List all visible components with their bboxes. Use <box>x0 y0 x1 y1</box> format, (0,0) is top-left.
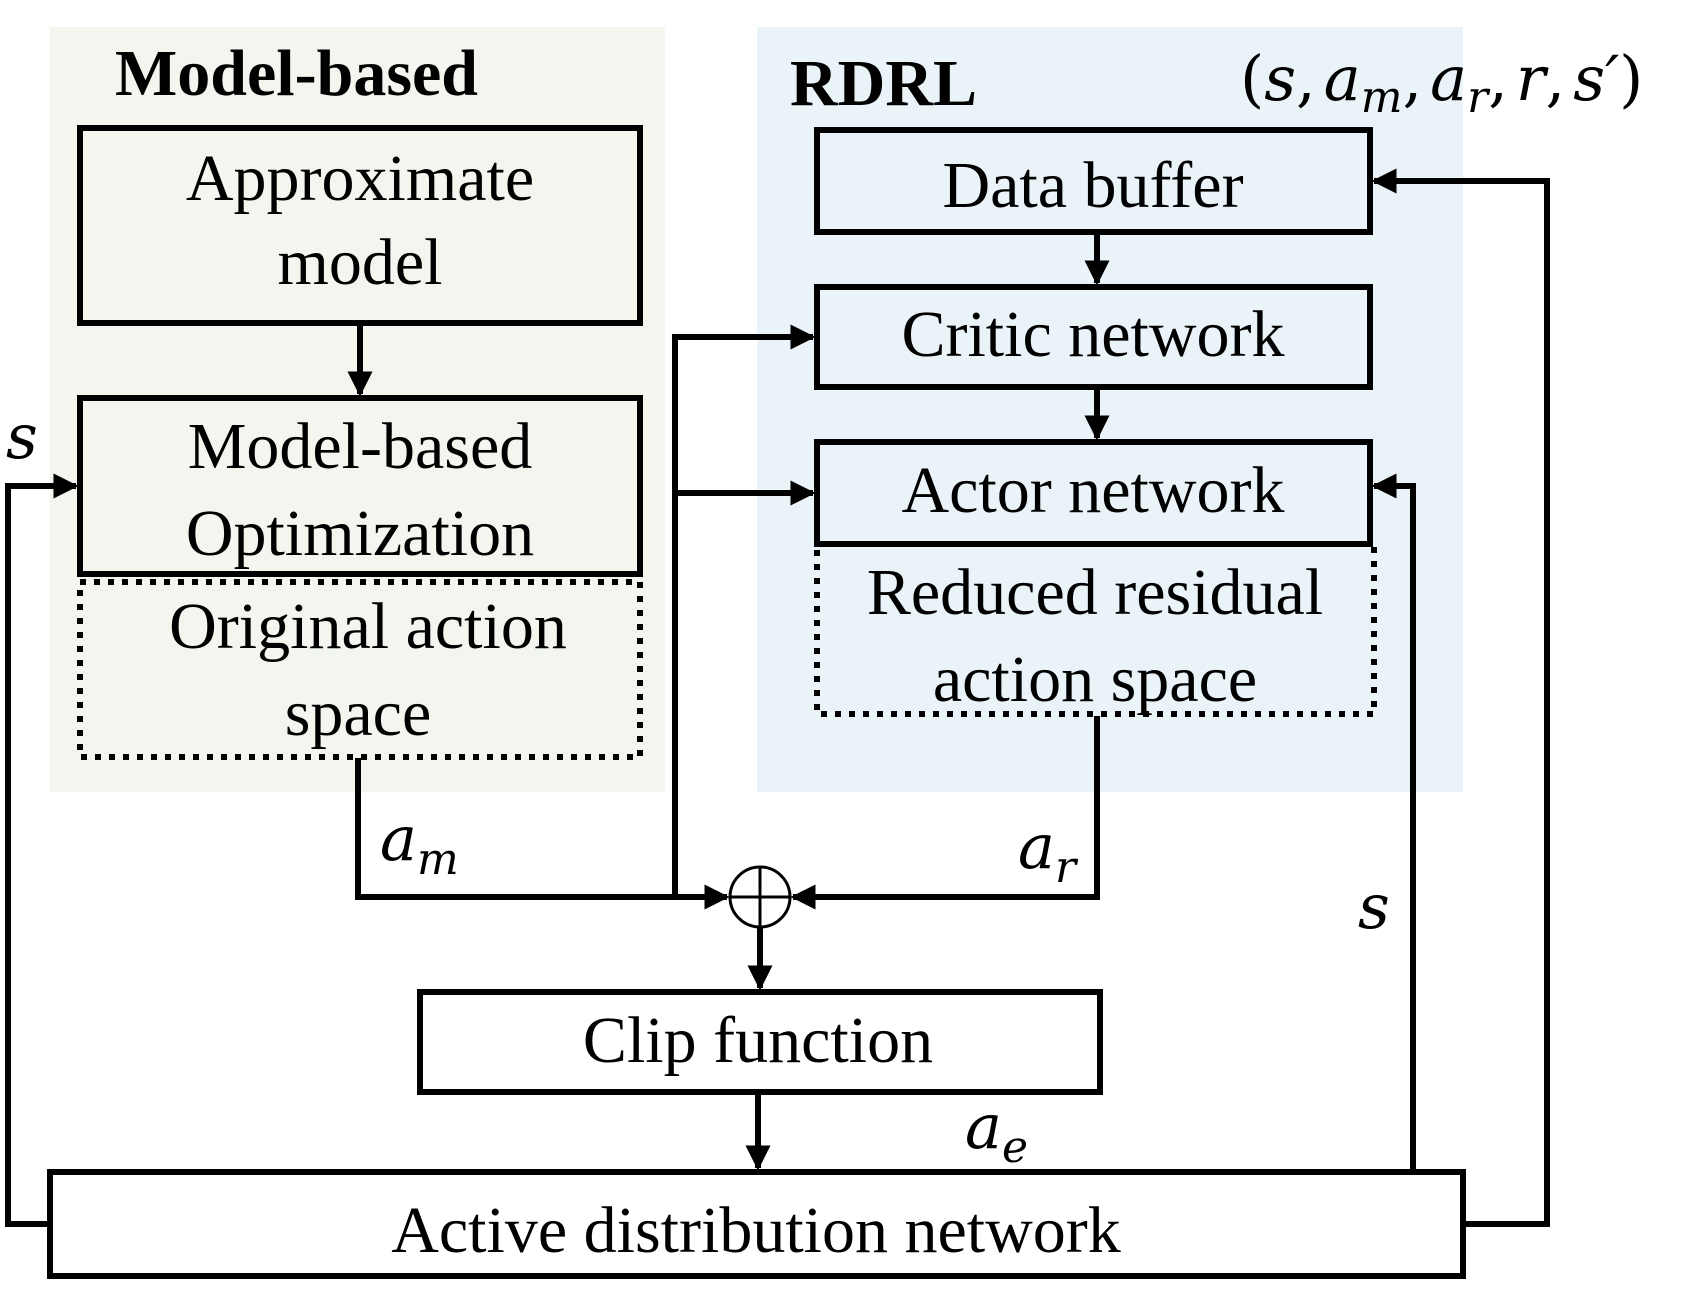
data-buffer-box <box>814 127 1373 235</box>
state-label-left: s <box>6 400 38 473</box>
action-model-label: am <box>380 802 459 885</box>
original-action-space-label-line2: space <box>285 677 432 750</box>
arrow-adn-to-data-buffer <box>1371 168 1550 1227</box>
critic-network-box <box>814 284 1373 390</box>
model-based-optimization-label-line1: Model-based <box>188 410 533 483</box>
reduced-residual-action-space-label-line1: Reduced residual <box>867 556 1323 629</box>
model-based-region <box>50 27 665 792</box>
action-residual-label: ar <box>1018 810 1079 893</box>
model-based-region-title: Model-based <box>115 37 478 110</box>
data-buffer-label: Data buffer <box>942 149 1243 222</box>
experience-tuple-label: (s,am,ar,r,s′) <box>1240 42 1643 123</box>
arrow-adn-state-to-optimization <box>5 473 79 1227</box>
approximate-model-label-line1: Approximate <box>186 142 534 215</box>
original-action-space-label-line1: Original action <box>169 590 567 663</box>
active-distribution-network-label: Active distribution network <box>391 1194 1121 1267</box>
model-based-optimization-label-line2: Optimization <box>186 497 534 570</box>
reduced-residual-action-space-label-line2: action space <box>933 643 1257 716</box>
rdrl-region <box>757 27 1463 792</box>
clip-function-label: Clip function <box>583 1004 933 1077</box>
branch-line-to-critic <box>672 324 816 897</box>
actor-network-label: Actor network <box>901 454 1284 527</box>
model-based-optimization-box <box>77 395 643 577</box>
critic-network-label: Critic network <box>901 298 1284 371</box>
approximate-model-label-line2: model <box>278 226 443 299</box>
state-label-right: s <box>1358 870 1390 943</box>
arrow-adn-state-to-actor <box>1371 473 1416 1172</box>
arrow-residual-action-to-sum <box>790 716 1100 910</box>
actor-network-box <box>814 439 1373 547</box>
action-executed-label: ae <box>965 1090 1028 1173</box>
original-action-space-box <box>77 579 643 760</box>
rdrl-region-title: RDRL <box>790 47 977 120</box>
arrow-original-action-to-sum <box>355 758 730 910</box>
